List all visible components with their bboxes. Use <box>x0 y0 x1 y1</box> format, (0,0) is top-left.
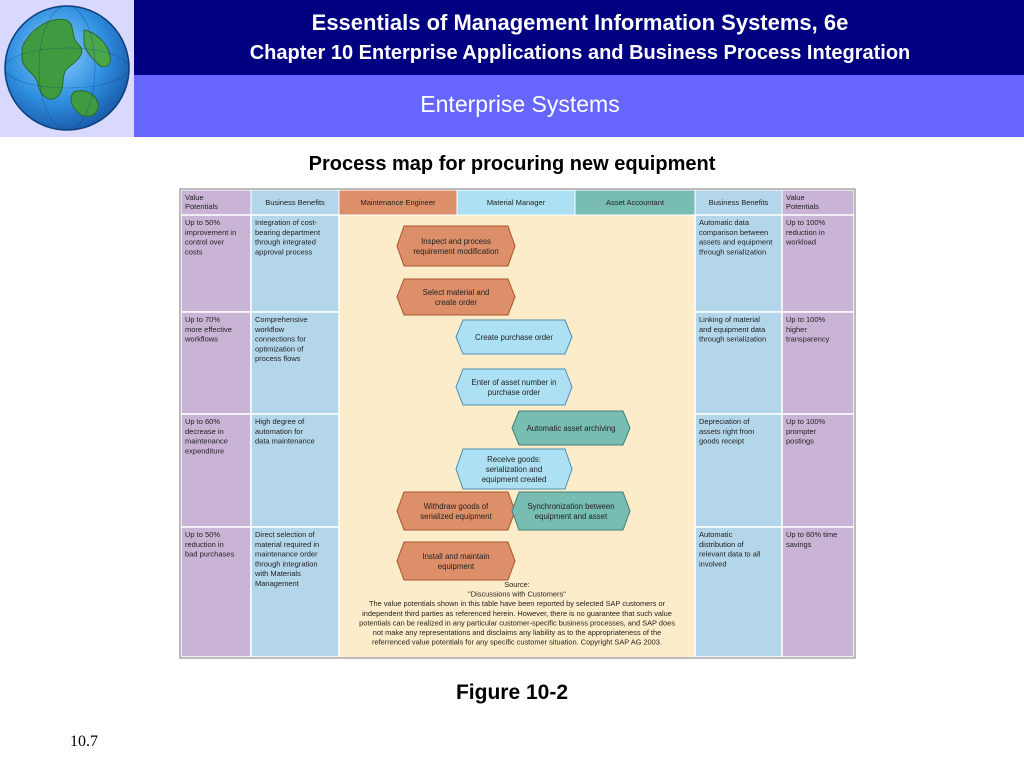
row-4-right-benefit-cell <box>694 526 783 658</box>
process-step-7-shape <box>396 491 516 531</box>
header-left-business-benefits: Business Benefits <box>265 198 325 207</box>
row-4-left-benefit-cell <box>250 526 340 658</box>
process-step-5-label: Automatic asset archiving <box>527 424 616 433</box>
globe-logo <box>0 0 134 137</box>
diagram-title: Process map for procuring new equipment <box>308 153 716 175</box>
book-title: Essentials of Management Information Sys… <box>311 10 849 35</box>
header-right-business-benefits-cell <box>694 189 783 216</box>
slide-number: 10.7 <box>70 733 98 750</box>
process-step-4-shape <box>455 368 573 406</box>
section-title: Enterprise Systems <box>420 91 620 117</box>
row-3-left-value-cell <box>180 413 252 528</box>
process-step-1-shape <box>396 225 516 267</box>
row-2-right-value-cell <box>781 311 855 415</box>
row-3-left-benefit-cell <box>250 413 340 528</box>
chapter-title: Chapter 10 Enterprise Applications and B… <box>249 42 911 64</box>
process-step-2-shape <box>396 278 516 316</box>
header-material-manager: Material Manager <box>487 198 546 207</box>
process-step-3-label: Create purchase order <box>475 333 553 342</box>
header-maintenance-engineer: Maintenance Engineer <box>360 198 436 207</box>
subheader-bar <box>0 75 1024 137</box>
header-asset-accountant: Asset Accountant <box>606 198 665 207</box>
header-right-business-benefits: Business Benefits <box>709 198 769 207</box>
process-map-border <box>179 188 856 659</box>
header-asset-accountant-cell <box>574 189 696 216</box>
process-step-9-shape <box>396 541 516 581</box>
row-2-left-benefit-cell <box>250 311 340 415</box>
row-4-right-value-cell <box>781 526 855 658</box>
process-step-6-shape <box>455 448 573 490</box>
row-3-right-value-cell <box>781 413 855 528</box>
row-1-right-value-cell <box>781 214 855 313</box>
process-step-3-shape <box>455 319 573 355</box>
header-bar <box>0 0 1024 75</box>
globe-icon <box>4 5 130 131</box>
row-1-left-benefit-cell <box>250 214 340 313</box>
process-step-8-shape <box>511 491 631 531</box>
row-1-right-benefit-cell <box>694 214 783 313</box>
figure-label: Figure 10-2 <box>455 681 569 704</box>
process-step-5-shape <box>511 410 631 446</box>
row-3-right-benefit-cell <box>694 413 783 528</box>
row-4-left-value-cell <box>180 526 252 658</box>
header-right-value-potentials-cell <box>781 189 855 216</box>
row-1-left-value-cell <box>180 214 252 313</box>
source-note: Source:"Discussions with Customers"The v… <box>359 580 675 647</box>
